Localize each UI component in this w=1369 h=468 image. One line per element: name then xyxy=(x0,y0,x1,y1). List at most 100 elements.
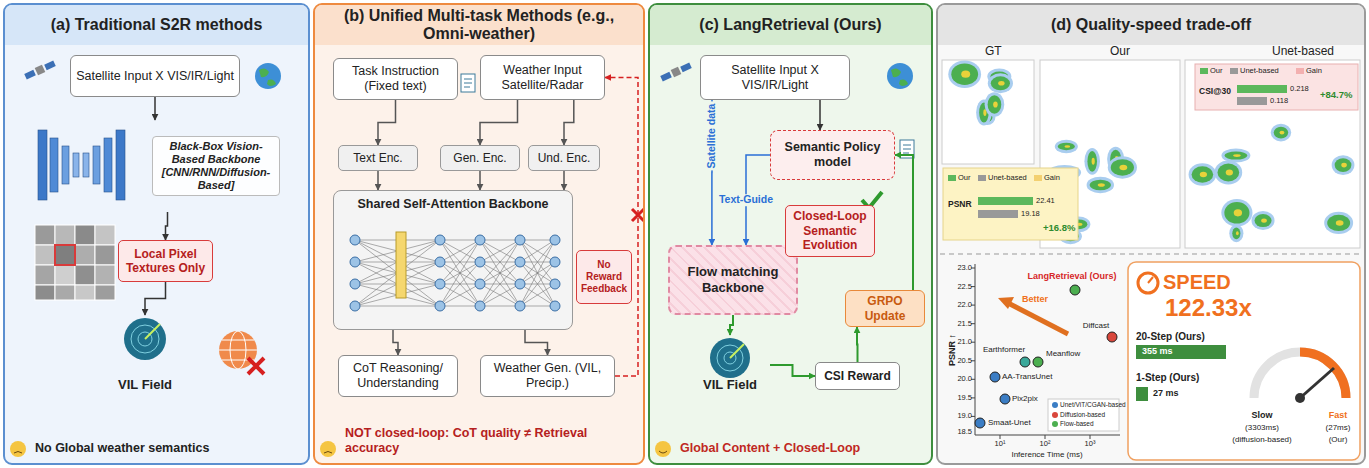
process-box: Und. Enc. xyxy=(528,145,600,171)
echo xyxy=(1274,127,1288,139)
connector xyxy=(377,171,379,190)
echo xyxy=(1335,158,1352,172)
plot-text: 355 ms xyxy=(1142,347,1173,357)
net-unit xyxy=(435,235,445,245)
box-label: Flow matching Backbone xyxy=(675,264,791,295)
net-link xyxy=(355,306,440,307)
box-label: Satellite Input X VIS/IR/Light xyxy=(706,63,844,93)
echo xyxy=(1087,177,1114,193)
box-label: No Reward Feedback xyxy=(579,259,629,295)
net-link xyxy=(440,306,480,307)
face-icons xyxy=(10,441,671,457)
box-label: Gen. Enc. xyxy=(453,151,506,165)
echo xyxy=(988,95,1002,114)
box-label: GRPO Update xyxy=(851,294,919,323)
connector xyxy=(378,100,396,145)
echo xyxy=(1255,214,1272,227)
net-unit xyxy=(475,301,485,311)
echo xyxy=(1084,148,1100,175)
plot-text: Our xyxy=(1210,67,1223,75)
net-link xyxy=(480,240,520,284)
echo xyxy=(961,71,970,78)
plot-text: 21.5 xyxy=(957,320,972,328)
process-box: Semantic Policy model xyxy=(770,130,895,180)
net-link xyxy=(480,240,520,262)
net-link xyxy=(520,240,555,306)
plot-text: Diffcast xyxy=(1083,322,1110,331)
plot-text: Better xyxy=(1022,295,1048,305)
process-box: Satellite Input X VIS/IR/Light xyxy=(700,55,850,100)
net-unit xyxy=(550,301,560,311)
net-unit xyxy=(350,301,360,311)
legend-entry: Unet/ViT/CGAN-based xyxy=(1052,402,1126,409)
box-label: Satellite Input X VIS/IR/Light xyxy=(76,69,234,84)
process-box: Text Enc. xyxy=(338,145,418,171)
echo xyxy=(1098,183,1105,186)
echo xyxy=(988,73,1013,93)
echo xyxy=(991,76,1010,90)
process-box: GRPO Update xyxy=(845,290,925,327)
process-box: Weather Input Satellite/Radar xyxy=(480,55,605,100)
plot-text: (Our) xyxy=(1329,436,1348,445)
echo xyxy=(1261,218,1267,222)
connector xyxy=(145,282,166,315)
plot-text: Inference Time (ms) xyxy=(1011,451,1082,460)
echo xyxy=(1324,212,1353,234)
net-unit xyxy=(435,301,445,311)
panel: (d) Quality-speed trade-off xyxy=(936,3,1366,465)
unet-backbone xyxy=(38,130,125,200)
box-label: Weather Input Satellite/Radar xyxy=(486,63,599,93)
process-box: Gen. Enc. xyxy=(440,145,520,171)
net-unit xyxy=(350,279,360,289)
echo xyxy=(1224,202,1249,223)
net-link xyxy=(440,240,480,241)
net-unit xyxy=(515,235,525,245)
box-label: Black-Box Vision-Based Backbone [CNN/RNN… xyxy=(152,136,280,197)
echo xyxy=(1224,152,1247,160)
net-link xyxy=(520,240,555,262)
plot-text: 23.0 xyxy=(957,264,972,272)
echo xyxy=(1055,140,1078,153)
box-label: VIL Field xyxy=(118,377,172,393)
plot-text: PSNR xyxy=(948,200,972,209)
net-link xyxy=(440,240,480,284)
process-box: Satellite Input X VIS/IR/Light xyxy=(70,55,240,97)
process-box: No Reward Feedback xyxy=(576,250,632,304)
plot-text: Gain xyxy=(1306,67,1322,75)
box-label: Und. Enc. xyxy=(538,151,591,165)
box-label: CoT Reasoning/ Understanding xyxy=(344,361,452,391)
net-link xyxy=(480,240,520,241)
legend-entry: Flow-based xyxy=(1052,421,1094,428)
echo xyxy=(1233,154,1241,157)
bar-insets xyxy=(943,64,1358,240)
echo xyxy=(1327,215,1350,231)
net-link xyxy=(440,240,480,306)
plot-text: 20.0 xyxy=(957,375,972,383)
plot-text: Unet-based xyxy=(1272,45,1334,58)
plot-text: Our xyxy=(1110,45,1130,58)
plot-text: 27 ms xyxy=(1153,389,1179,399)
panel: (a) Traditional S2R methodsNo Global wea… xyxy=(3,3,310,465)
echo xyxy=(1226,170,1233,176)
net-link xyxy=(440,262,480,306)
plot-text: 20-Step (Ours) xyxy=(1136,331,1205,342)
net-link xyxy=(480,240,520,262)
process-box: Shared Self-Attention Backbone xyxy=(333,190,573,330)
plot-text: Gain xyxy=(1044,174,1060,182)
box-label: Local Pixel Textures Only xyxy=(124,247,207,276)
echo xyxy=(1252,211,1275,230)
plot-text: 19.0 xyxy=(957,412,972,420)
process-box: Weather Gen. (VIL, Precip.) xyxy=(480,355,615,397)
box-label: Text Enc. xyxy=(353,151,402,165)
net-unit xyxy=(515,257,525,267)
echo xyxy=(985,92,1005,117)
plot-text: 10¹ xyxy=(995,440,1006,448)
connector xyxy=(605,78,638,377)
connector xyxy=(479,171,481,190)
net-unit xyxy=(515,301,525,311)
connector xyxy=(393,330,398,355)
plot-text: 19.5 xyxy=(957,394,972,402)
plot-text: (27ms) xyxy=(1326,424,1351,433)
plot-text: LangRetrieval (Ours) xyxy=(1027,272,1116,282)
connector xyxy=(819,100,821,130)
